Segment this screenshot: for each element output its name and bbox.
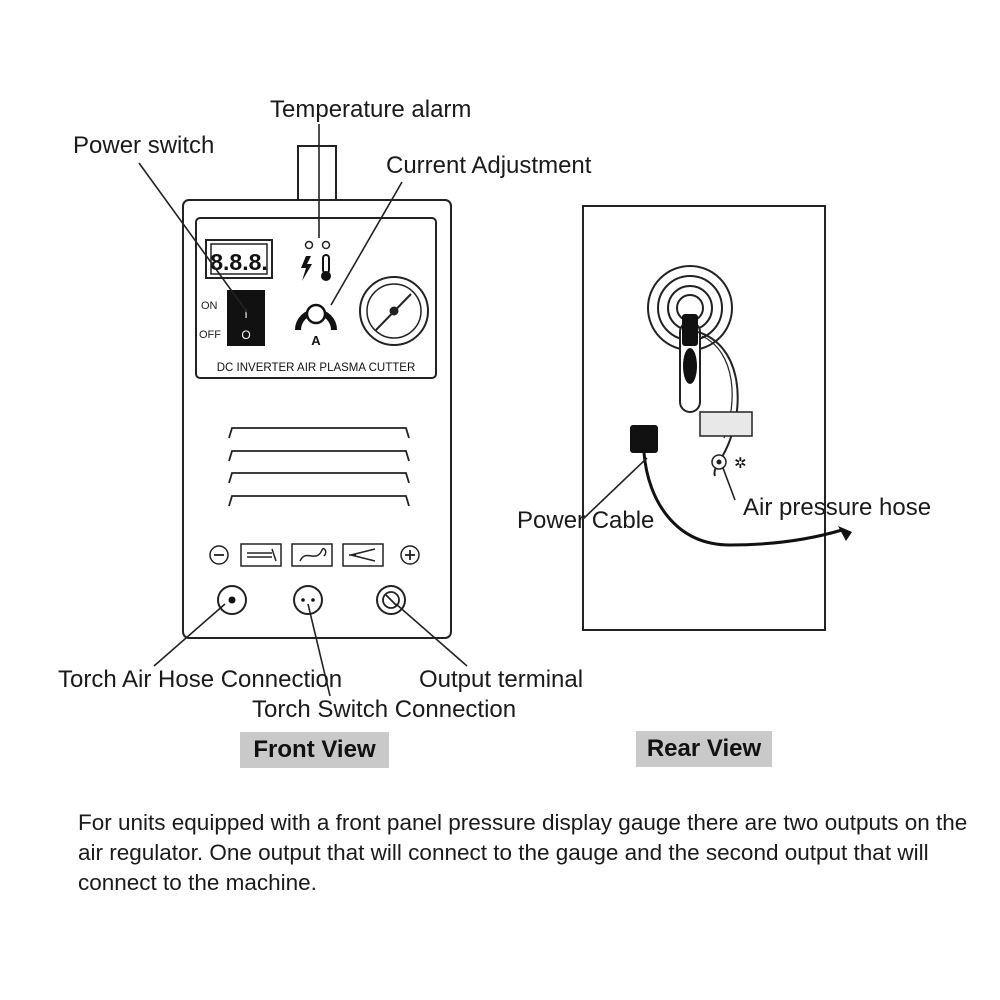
temperature-alarm-label: Temperature alarm (270, 96, 472, 123)
switch-o-mark: O (241, 328, 250, 342)
knob-amp-label: A (311, 333, 321, 348)
ground-symbol: ✲ (734, 454, 747, 472)
switch-i-mark: I (244, 307, 247, 321)
current-adjustment-label: Current Adjustment (386, 152, 592, 179)
torch-air-hose-label: Torch Air Hose Connection (58, 666, 343, 693)
ground-stud-icon: ✲ (711, 454, 747, 472)
rear-label-plate (699, 411, 753, 437)
rear-view-title: Rear View (636, 731, 772, 767)
power-cable-label: Power Cable (517, 507, 655, 534)
output-terminal-label: Output terminal (419, 666, 584, 693)
clamp-mode-icon (342, 543, 384, 567)
thermometer-icon (321, 254, 331, 281)
torch-air-hose-connector (217, 585, 247, 615)
minus-sign-icon (209, 545, 229, 565)
torch-switch-label: Torch Switch Connection (252, 696, 517, 723)
power-cable (630, 425, 852, 547)
cable-mode-icon (291, 543, 333, 567)
rear-leader-lines (581, 457, 736, 521)
panel-title: DC INVERTER AIR PLASMA CUTTER (217, 362, 416, 374)
power-switch-label: Power switch (73, 132, 215, 159)
digital-display: 8.8.8. (205, 239, 273, 279)
switch-off-label: OFF (199, 329, 221, 341)
torch-switch-connector (293, 585, 323, 615)
current-knob: A (295, 303, 337, 348)
torch-mode-icon (240, 543, 282, 567)
front-view-title: Front View (240, 732, 389, 768)
front-leader-lines (138, 124, 468, 697)
air-regulator (679, 314, 739, 477)
analog-gauge (359, 276, 429, 346)
switch-on-label: ON (201, 300, 218, 312)
plus-sign-icon (400, 545, 420, 565)
machine-handle (297, 145, 337, 201)
indicator-lights (304, 240, 331, 250)
vent-slots (228, 427, 410, 507)
output-terminal-connector (376, 585, 406, 615)
power-switch: I O (227, 290, 265, 346)
air-pressure-hose-label: Air pressure hose (743, 494, 932, 521)
lightning-icon (301, 256, 312, 281)
air-regulator-note: For units equipped with a front panel pr… (78, 810, 968, 895)
display-digits: 8.8.8. (210, 249, 268, 275)
